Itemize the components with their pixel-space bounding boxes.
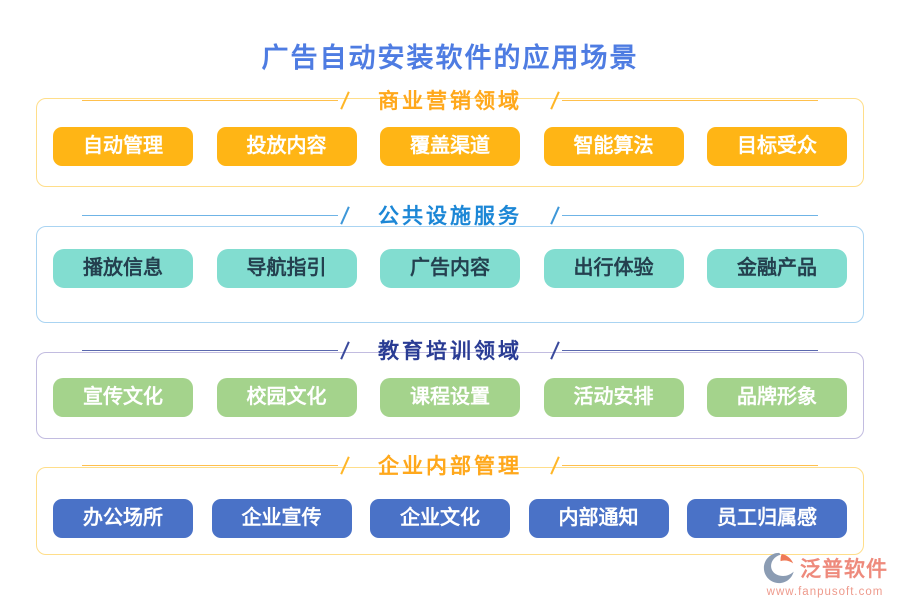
scenario-tag: 金融产品 [707,249,847,288]
header-line-right [562,349,818,351]
header-line-right [562,464,818,466]
brand-watermark: 泛普软件 www.fanpusoft.com [762,551,888,598]
scenario-tag: 校园文化 [216,378,357,417]
header-line-right [562,214,818,216]
tag-row: 自动管理 投放内容 覆盖渠道 智能算法 目标受众 [53,127,847,166]
slash-decoration [340,340,350,360]
section-box: 办公场所 企业宣传 企业文化 内部通知 员工归属感 [36,467,864,555]
tag-row: 播放信息 导航指引 广告内容 出行体验 金融产品 [53,249,847,288]
header-line-left [82,99,338,101]
scenario-tag: 出行体验 [543,249,684,288]
scenario-tag: 播放信息 [53,249,193,288]
section-header: 公共设施服务 [0,202,900,228]
section-title: 公共设施服务 [378,204,522,228]
section-box: 自动管理 投放内容 覆盖渠道 智能算法 目标受众 [36,98,864,187]
section-title: 企业内部管理 [378,454,522,478]
section-title: 教育培训领域 [378,339,522,363]
scenario-tag: 员工归属感 [687,499,847,538]
scenario-tag: 企业文化 [370,499,510,538]
scenario-tag: 活动安排 [543,378,684,417]
tag-row: 办公场所 企业宣传 企业文化 内部通知 员工归属感 [53,499,847,538]
section-commercial-marketing: 商业营销领域 自动管理 投放内容 覆盖渠道 智能算法 目标受众 [0,87,900,187]
tag-row: 宣传文化 校园文化 课程设置 活动安排 品牌形象 [53,378,847,417]
header-line-left [82,349,338,351]
section-box: 宣传文化 校园文化 课程设置 活动安排 品牌形象 [36,352,864,439]
slash-decoration [340,90,350,110]
slash-decoration [550,205,560,225]
scenario-tag: 品牌形象 [707,378,847,417]
header-line-left [82,214,338,216]
section-header: 商业营销领域 [0,87,900,113]
section-title: 商业营销领域 [378,89,522,113]
slash-decoration [550,455,560,475]
scenario-tag: 覆盖渠道 [380,127,520,166]
section-enterprise-management: 企业内部管理 办公场所 企业宣传 企业文化 内部通知 员工归属感 [0,452,900,555]
scenario-tag: 自动管理 [53,127,193,166]
section-box: 播放信息 导航指引 广告内容 出行体验 金融产品 [36,226,864,323]
scenario-tag: 智能算法 [543,127,684,166]
scenario-tag: 办公场所 [53,499,193,538]
page-title: 广告自动安装软件的应用场景 [261,43,639,73]
brand-name: 泛普软件 [800,557,888,581]
scenario-tag: 企业宣传 [211,499,352,538]
section-header: 教育培训领域 [0,337,900,363]
slash-decoration [550,90,560,110]
scenario-tag: 课程设置 [380,378,520,417]
scenario-tag: 内部通知 [528,499,669,538]
header-line-right [562,99,818,101]
slash-decoration [340,205,350,225]
slash-decoration [550,340,560,360]
scenario-tag: 目标受众 [707,127,847,166]
section-education-training: 教育培训领域 宣传文化 校园文化 课程设置 活动安排 品牌形象 [0,337,900,439]
fanpu-logo-icon [763,552,794,584]
header-line-left [82,464,338,466]
slash-decoration [340,455,350,475]
section-header: 企业内部管理 [0,452,900,478]
scenario-tag: 导航指引 [216,249,357,288]
brand-url: www.fanpusoft.com [766,586,884,598]
scenario-tag: 投放内容 [216,127,357,166]
scenario-tag: 宣传文化 [53,378,193,417]
scenario-tag: 广告内容 [380,249,520,288]
section-public-facilities: 公共设施服务 播放信息 导航指引 广告内容 出行体验 金融产品 [0,202,900,323]
